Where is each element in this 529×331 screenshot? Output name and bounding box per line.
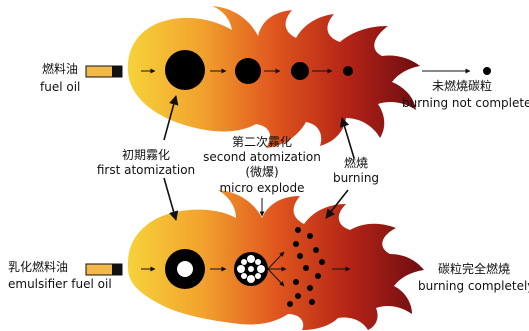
second-atomization-label-en: second atomization [203,150,321,165]
burning-label-en: burning [333,171,379,186]
first-atomization-label-cn: 初期霧化 [122,148,170,163]
burning-label-cn: 燃燒 [344,156,368,171]
unburned-carbon-dot [483,67,491,75]
micro-explode-label-en: micro explode [219,181,304,196]
top-droplet-tiny [343,66,353,76]
bottom-fuel-label-cn: 乳化燃料油 [8,260,68,275]
bottom-result-label-cn: 碳粒完全燃燒 [438,262,510,277]
top-droplet-medium [235,58,261,84]
bottom-fuel-label-en: emulsifier fuel oil [8,277,112,292]
top-result-label-cn: 未燃燒碳粒 [432,79,492,94]
top-result-label-en: burning not completely [402,96,529,111]
top-fuel-label-cn: 燃料油 [42,62,78,77]
micro-explode-label-cn: (微爆) [245,165,278,180]
top-fuel-label-en: fuel oil [40,80,80,95]
bottom-result-label-en: burning completely [418,279,529,294]
second-atomization-label-cn: 第二次霧化 [232,135,292,150]
first-atomization-label-en: first atomization [97,163,195,178]
top-droplet-large [165,50,205,90]
top-droplet-small [291,62,309,80]
